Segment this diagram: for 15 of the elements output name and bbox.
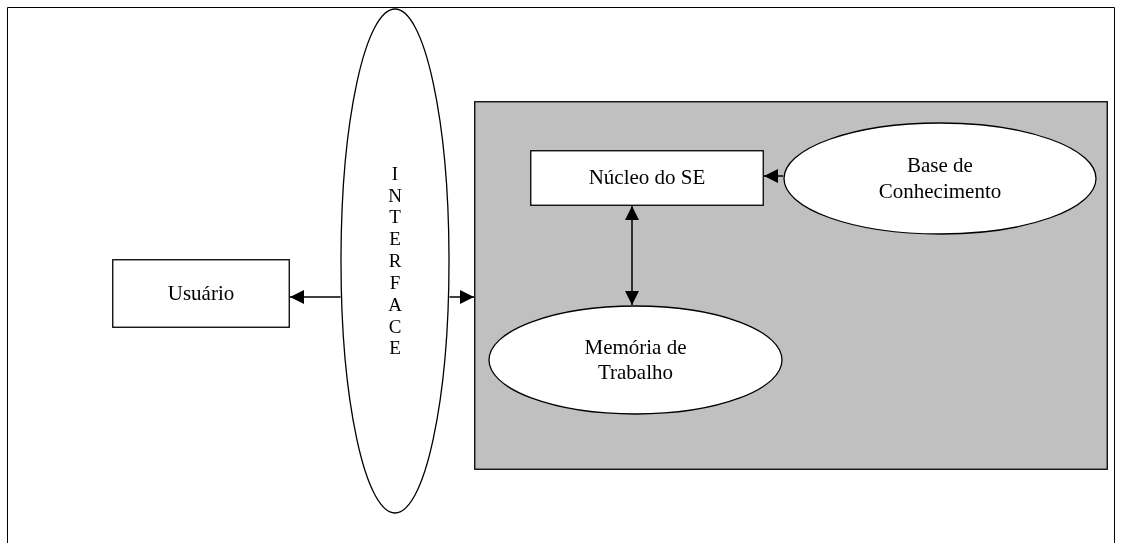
memory-ellipse (488, 305, 783, 415)
node-label: Núcleo do SE (588, 165, 706, 191)
knowledge-ellipse (783, 122, 1097, 235)
arrow (448, 290, 475, 304)
vertical-label: INTERFACE (387, 162, 403, 360)
arrow (763, 169, 784, 183)
core-box (530, 150, 764, 206)
interface-ellipse (340, 8, 450, 514)
node-label: Usuário (167, 280, 235, 307)
arrow (625, 205, 639, 306)
node-label: Memória de Trabalho (583, 334, 688, 386)
system-panel (474, 101, 1108, 470)
arrow (289, 290, 342, 304)
node-label: Base de Conhecimento (877, 153, 1003, 204)
user-box (112, 259, 290, 328)
